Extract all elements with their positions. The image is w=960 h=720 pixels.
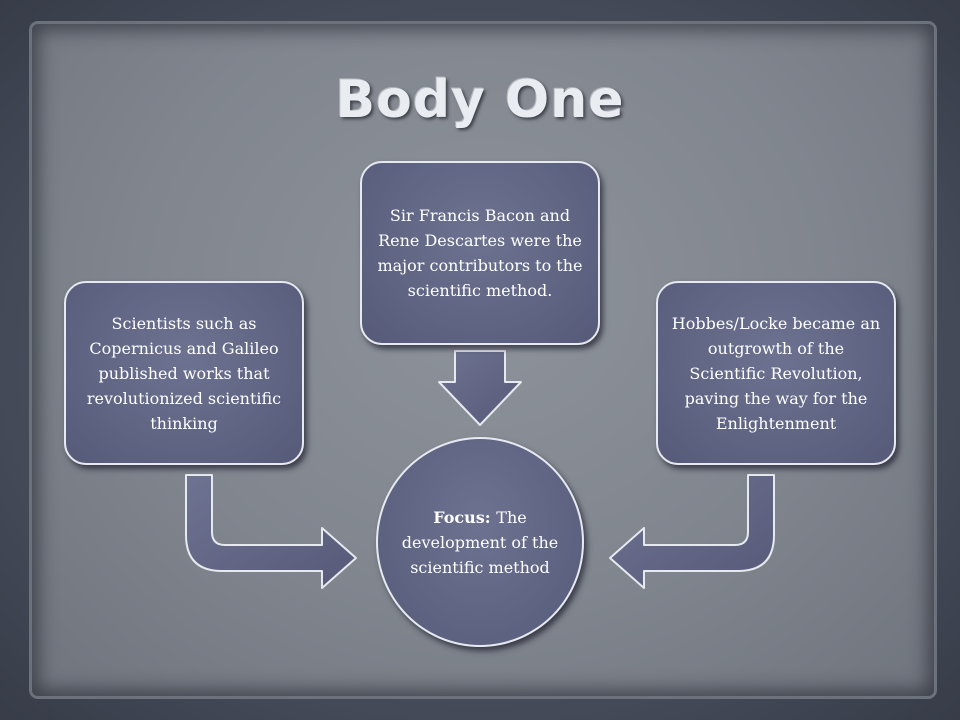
box-bacon-descartes-text: Sir Francis Bacon and Rene Descartes wer… <box>377 206 583 300</box>
left-bent-arrow <box>185 474 357 589</box>
slide-title: Body One <box>335 70 625 130</box>
focus-text-block: Focus: The development of the scientific… <box>400 505 560 580</box>
focus-text: The development of the scientific method <box>401 507 559 577</box>
right-bent-arrow <box>609 474 775 589</box>
focus-label: Focus: <box>433 507 497 527</box>
box-scientists: Scientists such as Copernicus and Galile… <box>64 281 304 465</box>
down-arrow <box>438 350 522 426</box>
focus-circle: Focus: The development of the scientific… <box>376 437 584 647</box>
box-scientists-text: Scientists such as Copernicus and Galile… <box>86 313 282 433</box>
box-hobbes-locke: Hobbes/Locke became an outgrowth of the … <box>656 281 896 465</box>
box-hobbes-locke-text: Hobbes/Locke became an outgrowth of the … <box>671 313 881 433</box>
box-bacon-descartes: Sir Francis Bacon and Rene Descartes wer… <box>360 161 600 345</box>
